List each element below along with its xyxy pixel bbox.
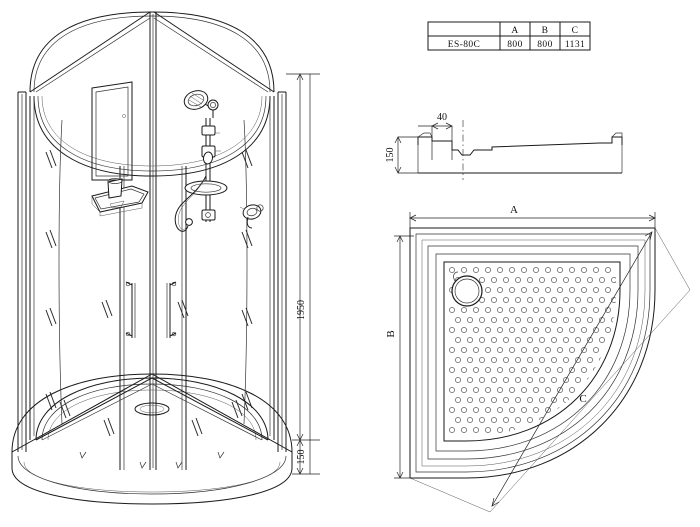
shower-hose — [174, 175, 207, 232]
plan-depth-dimension: B — [385, 330, 397, 337]
table-header-c: C — [572, 26, 579, 36]
sliding-door-handle-left[interactable] — [125, 281, 136, 338]
overhead-shower-head — [183, 90, 219, 118]
curved-glass-panels — [58, 119, 248, 425]
table-cell-c: 1131 — [565, 40, 585, 50]
top-rail-assembly — [29, 11, 275, 470]
table-header-a: A — [511, 26, 518, 36]
section-height-dimension: 150 — [385, 148, 396, 163]
tray-height-dimension: 150 — [296, 450, 307, 465]
drain-hole — [451, 271, 483, 307]
right-corner-post — [269, 91, 287, 452]
tray-plan-view: A B C — [385, 204, 691, 513]
wall-panel — [91, 81, 133, 181]
table-cell-b: 800 — [537, 40, 552, 50]
front-elevation-view: 1950 150 — [11, 11, 320, 505]
sliding-door-handle-right[interactable] — [166, 281, 177, 338]
overall-height-dimension: 1950 — [296, 300, 307, 320]
plan-dimension-b: B — [385, 235, 414, 479]
plan-width-dimension: A — [510, 204, 518, 216]
lip-width-dimension: 40 — [437, 112, 447, 123]
shower-tray — [11, 373, 293, 505]
tray-section-detail: 40 150 — [385, 112, 623, 180]
sliding-doors[interactable] — [119, 166, 187, 470]
elevation-dimension-lines: 1950 150 — [286, 73, 320, 475]
plan-dimension-c: C — [491, 231, 653, 507]
table-cell-model: ES-80C — [448, 40, 481, 50]
corner-shelf — [91, 178, 149, 217]
drain-outlet — [134, 402, 170, 416]
table-cell-a: 800 — [507, 40, 522, 50]
hand-shower — [202, 151, 214, 176]
plan-diagonal-dimension: C — [579, 393, 586, 405]
table-header-b: B — [542, 26, 549, 36]
plan-dimension-a: A — [409, 204, 656, 232]
specification-table: A B C ES-80C 800 800 1131 — [427, 21, 591, 51]
tumbler-holder — [107, 178, 123, 199]
plan-construction-lines — [409, 227, 691, 513]
left-corner-post — [17, 91, 35, 452]
mixer-tap — [239, 204, 264, 229]
